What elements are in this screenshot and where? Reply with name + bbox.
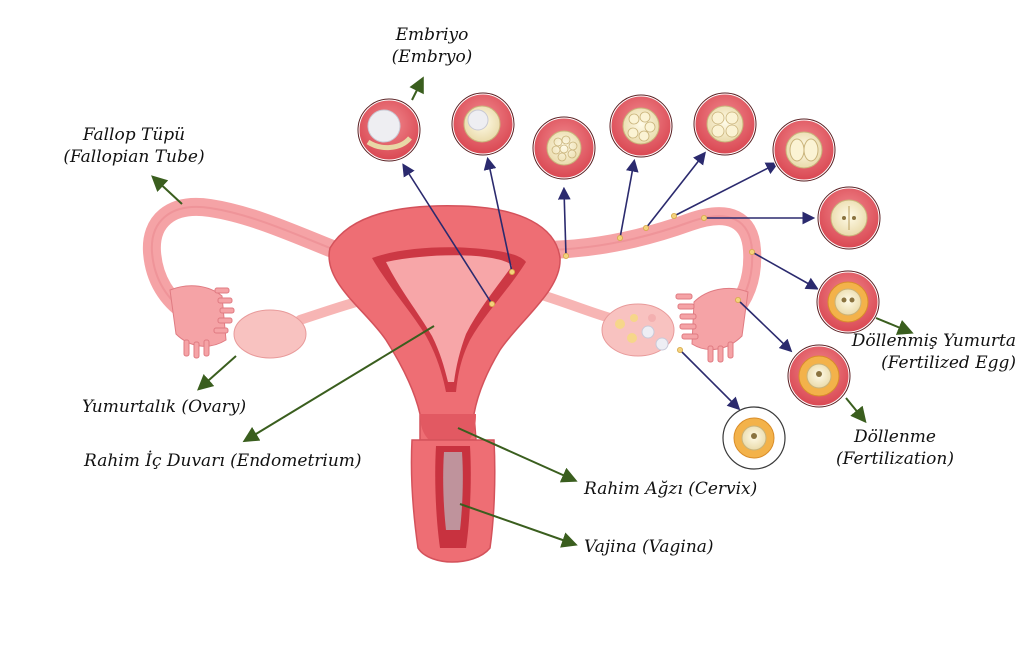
embryo-label: Embriyo (Embryo) [372, 24, 492, 68]
embryo-label-line2: (Embryo) [391, 47, 473, 67]
fertilization-label: Döllenme (Fertilization) [820, 426, 970, 470]
morula-icon [531, 115, 597, 181]
two-cell-icon [771, 117, 837, 183]
fertilization-label-line1: Döllenme [854, 427, 936, 447]
zygote-division-icon [816, 185, 882, 251]
embryo-label-line1: Embriyo [395, 25, 469, 45]
fertilization-label-arrow [845, 397, 867, 424]
vagina-label: Vajina (Vagina) [584, 537, 714, 557]
eight-cell-icon [608, 93, 674, 159]
vagina-label-arrow [459, 503, 578, 548]
four-cell-icon [692, 91, 758, 157]
cervix-label-arrow [457, 427, 578, 483]
endometrium-label: Rahim İç Duvarı (Endometrium) [84, 451, 362, 471]
stage-arrows [402, 151, 819, 411]
fertilized-egg-icon [815, 269, 881, 335]
cervix-label: Rahim Ağzı (Cervix) [584, 479, 758, 499]
fertilized-egg-label-line2: (Fertilized Egg) [881, 353, 1016, 373]
stage-bubbles [356, 91, 882, 470]
ovary-label-arrow [197, 355, 237, 391]
fertilized-egg-label-arrow [875, 317, 914, 335]
ovary-label: Yumurtalık (Ovary) [82, 397, 247, 417]
embryo-icon [356, 97, 422, 163]
fallopian-tube-label-line1: Fallop Tüpü [82, 125, 186, 145]
ovulated-egg-icon [722, 406, 786, 470]
cervix [420, 414, 476, 446]
endometrium-label-arrow [242, 325, 435, 443]
fertilized-egg-label-line1: Döllenmiş Yumurta [851, 331, 1016, 351]
uterus-illustration [142, 197, 762, 563]
right-fimbriae [675, 287, 749, 363]
fertilization-icon [786, 343, 852, 409]
fertilization-label-line2: (Fertilization) [835, 449, 954, 469]
label-arrows [151, 76, 914, 548]
fallopian-label-arrow [151, 175, 183, 205]
fallopian-tube-label-line2: (Fallopian Tube) [63, 147, 205, 167]
right-ovary [601, 303, 675, 357]
fertilized-egg-label: Döllenmiş Yumurta (Fertilized Egg) [836, 330, 1016, 374]
fallopian-tube-label: Fallop Tüpü (Fallopian Tube) [44, 124, 224, 168]
left-ovary [233, 309, 307, 359]
blastocyst-icon [450, 91, 516, 157]
embryo-label-arrow [409, 76, 424, 101]
left-fimbriae [169, 285, 235, 359]
